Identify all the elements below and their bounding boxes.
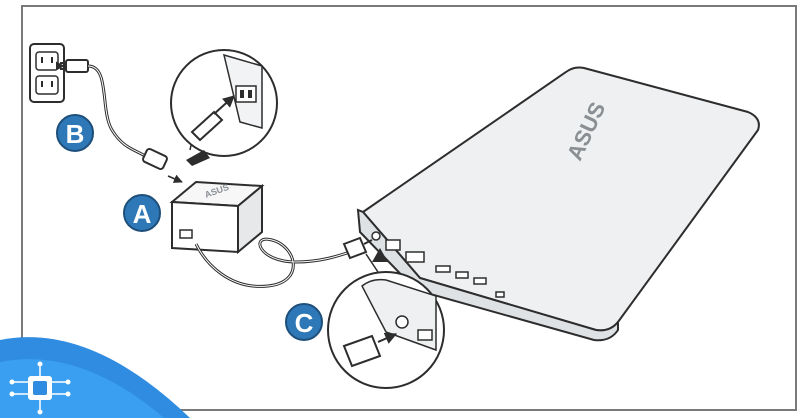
corner-decoration (0, 337, 190, 418)
laptop-ports (371, 231, 505, 298)
usb-port-2 (473, 277, 487, 285)
label-c: C (295, 308, 314, 338)
usb-port-1 (455, 271, 469, 279)
laptop-icon: ASUS (356, 66, 760, 342)
label-badge-b: B (56, 114, 94, 152)
label-badge-a: A (123, 194, 161, 232)
wall-outlet-icon (29, 43, 65, 103)
zoom-callout-dc-input (327, 248, 445, 389)
power-plug-icon (142, 147, 183, 183)
corner-logo-icon (9, 361, 71, 415)
wall-plug-icon (55, 59, 89, 73)
ethernet-port (385, 239, 401, 251)
dc-connector-icon (342, 236, 373, 260)
zoom-callout-ac-input (170, 49, 278, 166)
label-a: A (133, 199, 152, 229)
card-reader-slot (495, 291, 505, 298)
dc-in-port (371, 231, 381, 241)
diagram-frame (21, 5, 797, 411)
hdmi-port (435, 265, 451, 273)
ac-adapter-icon: ASUS (169, 180, 265, 255)
ac-power-cord (87, 64, 149, 160)
label-badge-c: C (285, 303, 323, 341)
vga-port (405, 251, 425, 263)
laptop-base-edge (356, 208, 619, 342)
label-b: B (66, 119, 85, 149)
